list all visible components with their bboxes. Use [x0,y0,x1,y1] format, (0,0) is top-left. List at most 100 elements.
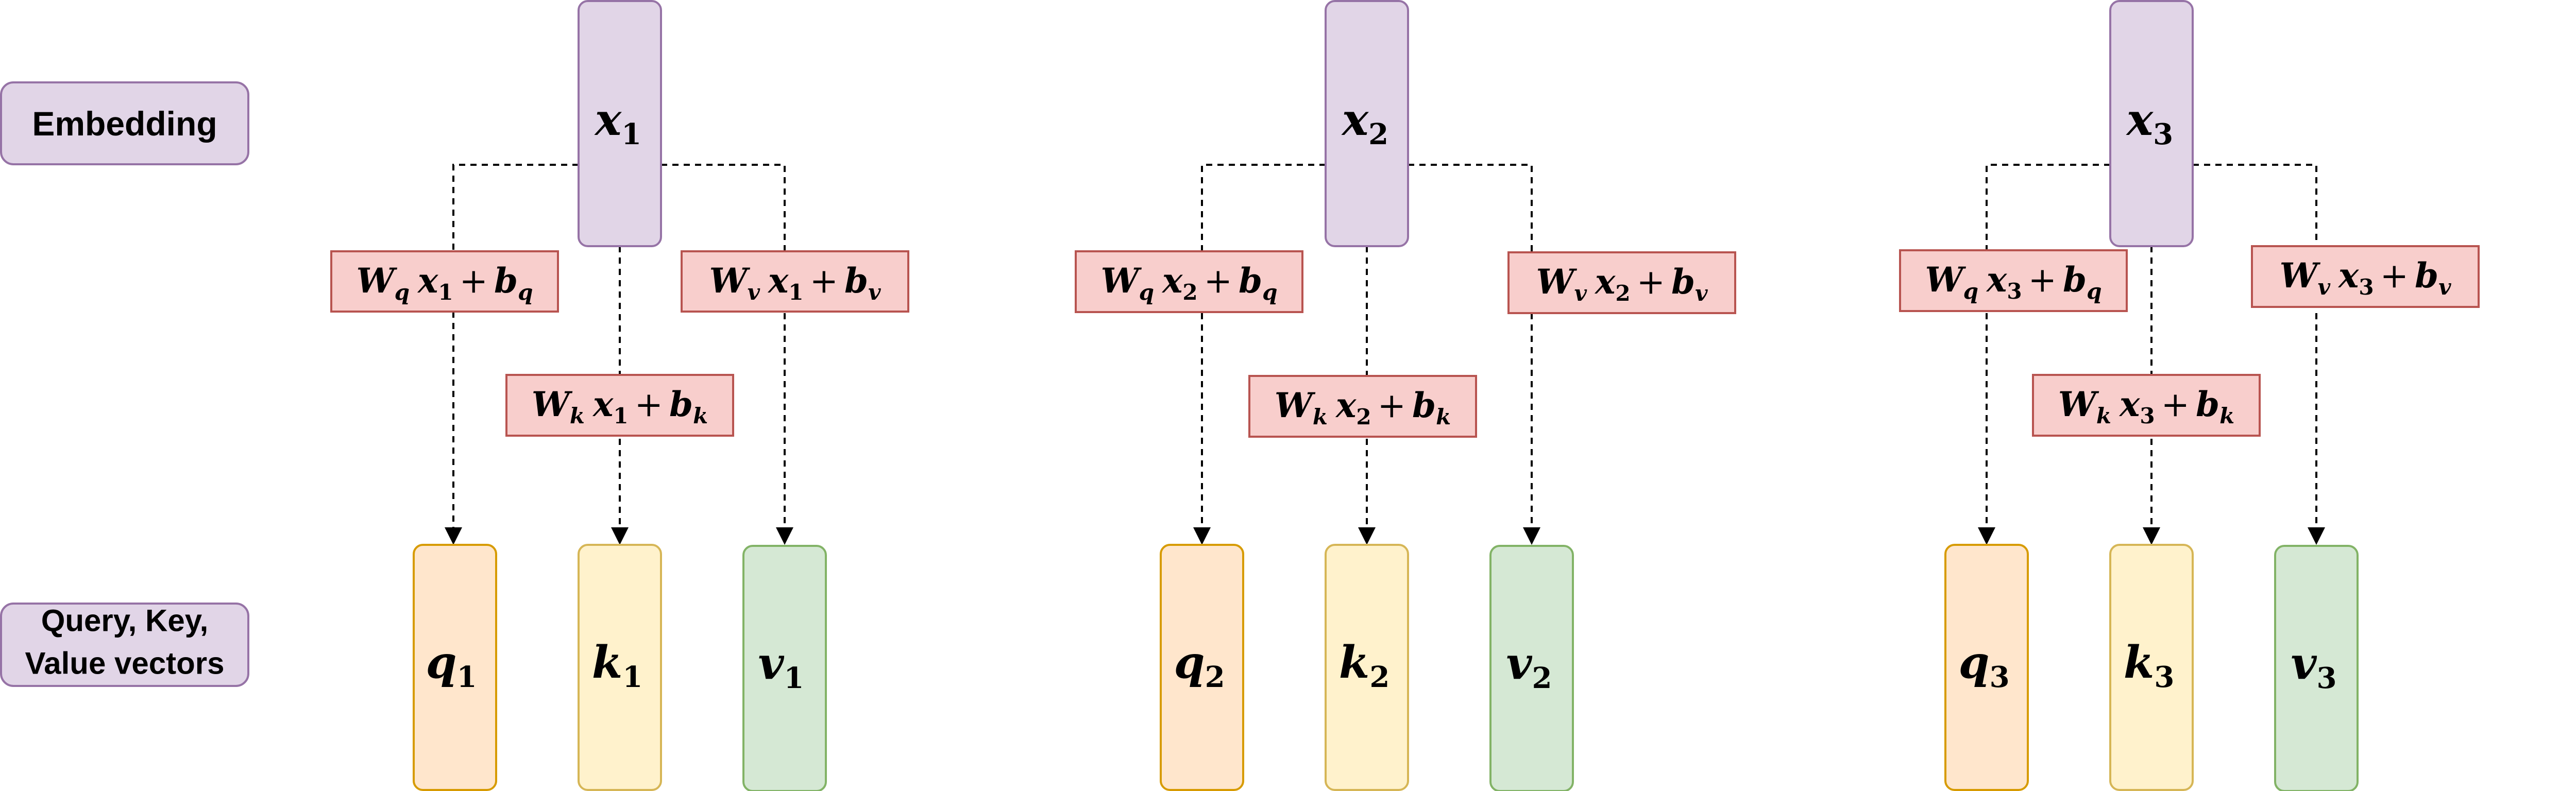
embedding-x3-base: x [2126,94,2154,146]
wq-x3-wsub: q [1963,279,1978,304]
value-v2-sub: 2 [1532,661,1552,695]
wv-x1-wsub: v [748,280,760,305]
wq-x1-xsub: 1 [438,280,453,305]
value-v2-label: v2 [1506,638,1552,695]
embedding-x3-sub: 3 [2153,117,2173,151]
qkv-label-rect [0,603,249,687]
value-v3-base: v [2291,638,2317,690]
wv-x2-w: W [1536,262,1578,302]
wv-x1-xsub: 1 [788,280,803,305]
embedding-label-box: Embedding [0,81,249,165]
value-v2-base: v [1506,638,1533,690]
transform-wv-x3-rect [2251,245,2480,308]
query-q2-rect [1160,544,1244,791]
value-v1: v1 [742,545,827,791]
connector-x2-v2 [1408,164,1540,545]
key-k2-base: k [1339,637,1370,689]
wk-x1-w: W [532,384,573,424]
embedding-x2-sub: 2 [1368,117,1388,151]
wk-x2-x: x [1335,385,1357,425]
wq-x2-b: b [1239,261,1262,301]
wq-x1-x: x [417,261,438,301]
query-q3-rect [1944,544,2029,791]
value-v3: v3 [2274,545,2359,791]
connector-x3-v3 [2193,164,2325,545]
query-q2-base: q [1174,637,1205,689]
wk-x1-xsub: 1 [613,403,628,428]
wq-x3-b: b [2063,260,2087,300]
wk-x3-bsub: k [2219,403,2234,428]
connector-x3-k3 [2143,246,2160,545]
wk-x1-b: b [669,384,693,424]
wq-x3-xsub: 3 [2007,279,2022,304]
embedding-label-rect [0,81,249,165]
wk-x2-wsub: k [1313,404,1328,429]
qkv-label-line1: Query, Key, [41,604,209,638]
wq-x1-plus: + [460,261,488,301]
key-k2: k2 [1325,544,1409,791]
wk-x2-plus: + [1378,386,1406,425]
transform-wq-x3-rect [1899,249,2128,312]
transform-wv-x2-rect [1507,251,1736,314]
embedding-x1-base: x [594,94,622,146]
key-k1: k1 [578,544,662,791]
query-q1-label: q1 [426,637,477,694]
embedding-x3: x3 [2109,0,2194,247]
wv-x2-b: b [1671,262,1695,302]
query-q2-label: q2 [1174,637,1225,694]
wk-x3-xsub: 3 [2140,403,2155,428]
wk-x3-x: x [2119,384,2140,424]
wv-x3-plus: + [2380,256,2409,296]
embedding-x2: x2 [1325,0,1409,247]
key-k2-sub: 2 [1369,660,1389,694]
wk-x1-wsub: k [570,403,585,428]
embedding-x2-base: x [1341,94,1369,146]
connector-x1-v1 [661,164,793,545]
wq-x1-bsub: q [518,280,533,305]
wq-x3-bsub: q [2087,279,2102,304]
wq-x3-plus: + [2028,260,2057,300]
embedding-x2-label: x2 [1341,94,1388,151]
transform-wk-x3-rect [2032,374,2261,437]
wk-x1-plus: + [635,385,663,424]
transform-wq-x2-rect [1075,250,1303,313]
wv-x3-bsub: v [2438,274,2451,300]
embedding-x1-rect [578,0,662,247]
wq-x2-x: x [1161,261,1183,301]
wq-x2-wsub: q [1139,280,1154,305]
wv-x2-x: x [1594,262,1616,302]
value-v2: v2 [1489,545,1574,791]
query-q1-rect [413,544,497,791]
connector-x2-k2 [1358,246,1376,545]
wv-x3-b: b [2415,255,2438,296]
key-k3-label: k3 [2124,637,2175,694]
wk-x3-b: b [2196,384,2219,424]
value-v1-rect [742,545,827,791]
wq-x1-w: W [357,261,398,301]
value-v1-sub: 1 [784,661,804,695]
key-k3-base: k [2124,637,2155,689]
transform-wk-x1-rect [505,374,734,437]
value-v3-rect [2274,545,2359,791]
value-v1-label: v1 [758,638,804,695]
query-q2-sub: 2 [1205,660,1225,694]
connector-x3-q3 [1978,164,2110,545]
connector-x2-q2 [1193,164,1326,545]
query-q2: q2 [1160,544,1244,791]
wq-x1-b: b [494,261,518,301]
wv-x2-plus: + [1637,262,1665,302]
